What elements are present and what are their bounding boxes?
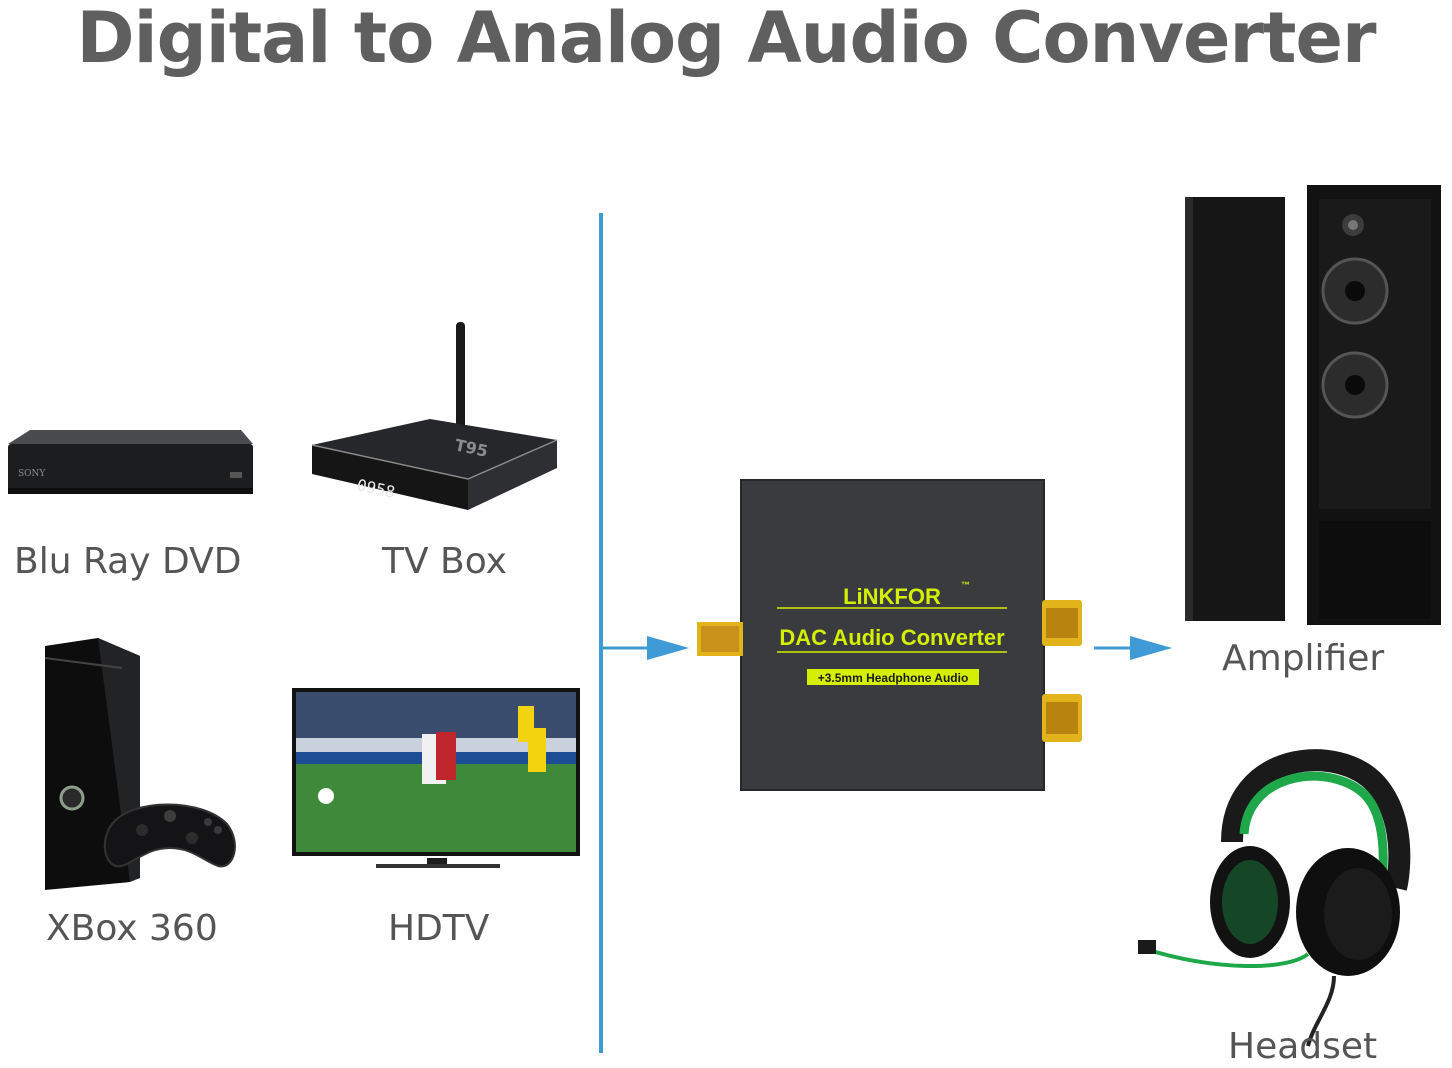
- page-title: Digital to Analog Audio Converter: [76, 0, 1377, 79]
- hdtv-label: HDTV: [388, 908, 490, 949]
- blu-ray-dvd-label: Blu Ray DVD: [14, 541, 242, 582]
- dac-converter-image: LiNKFOR ™ DAC Audio Converter +3.5mm Hea…: [697, 479, 1082, 791]
- output-arrow-icon: [1094, 636, 1172, 660]
- bluray-brand: SONY: [18, 469, 46, 479]
- amplifier-label: Amplifier: [1222, 638, 1385, 679]
- headset-label: Headset: [1228, 1026, 1378, 1067]
- headset-image: [1138, 749, 1411, 1047]
- bluray-player-image: SONY: [8, 430, 253, 494]
- source-divider-line: [599, 213, 603, 1053]
- input-arrow-icon: [603, 636, 689, 660]
- tv-box-image: T95 0958: [311, 322, 558, 510]
- speakers-image: [1185, 185, 1441, 625]
- hdtv-image: [292, 688, 580, 868]
- converter-brand: LiNKFOR: [843, 584, 941, 609]
- converter-trademark: ™: [961, 580, 970, 590]
- converter-name: DAC Audio Converter: [779, 625, 1005, 650]
- xbox-360-image: [44, 638, 236, 890]
- converter-subtitle: +3.5mm Headphone Audio: [818, 671, 969, 685]
- xbox-360-label: XBox 360: [46, 908, 218, 949]
- tv-box-label: TV Box: [382, 541, 507, 582]
